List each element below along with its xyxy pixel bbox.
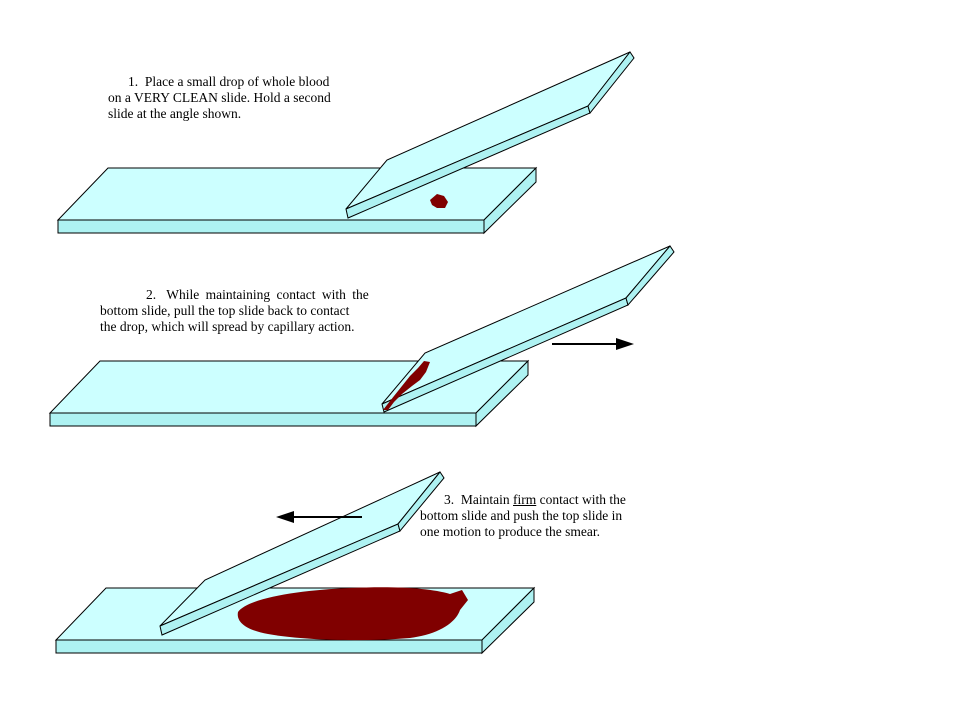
step3-line-1-post: contact with the [536, 492, 626, 507]
step1-instructions: 1. Place a small drop of whole blood on … [108, 74, 408, 122]
step1-line-2: on a VERY CLEAN slide. Hold a second [108, 90, 331, 105]
step1-top-slide [345, 51, 635, 219]
step3-line-1-pre: Maintain [460, 492, 513, 507]
step3-line-3: one motion to produce the smear. [420, 524, 600, 539]
step3-illustration [54, 471, 536, 655]
step1-number: 1. [128, 74, 139, 89]
step1-blood-drop [430, 194, 448, 208]
step1-bottom-slide [56, 166, 538, 235]
step2-line-1: While maintaining contact with the [166, 287, 369, 302]
step3-line-2: bottom slide and push the top slide in [420, 508, 623, 523]
step2-line-2: bottom slide, pull the top slide back to… [100, 303, 350, 318]
step2-line-3: the drop, which will spread by capillary… [100, 319, 355, 334]
step3-number: 3. [444, 492, 455, 507]
step3-instructions: 3. Maintain firm contact with the bottom… [420, 492, 716, 540]
step3-direction-arrow [276, 511, 362, 523]
step2-illustration [48, 245, 675, 428]
step1-illustration [56, 51, 635, 235]
step2-blood-spread [383, 361, 430, 410]
step1-line-1: Place a small drop of whole blood [144, 74, 330, 89]
step2-instructions: 2. While maintaining contact with the bo… [100, 287, 436, 335]
step3-emphasis-firm: firm [513, 492, 537, 507]
step2-top-slide [381, 245, 675, 413]
step3-blood-smear [237, 587, 468, 641]
step1-line-3: slide at the angle shown. [108, 106, 242, 121]
step2-number: 2. [146, 287, 157, 302]
step3-top-slide [159, 471, 445, 636]
step2-direction-arrow [552, 338, 634, 350]
